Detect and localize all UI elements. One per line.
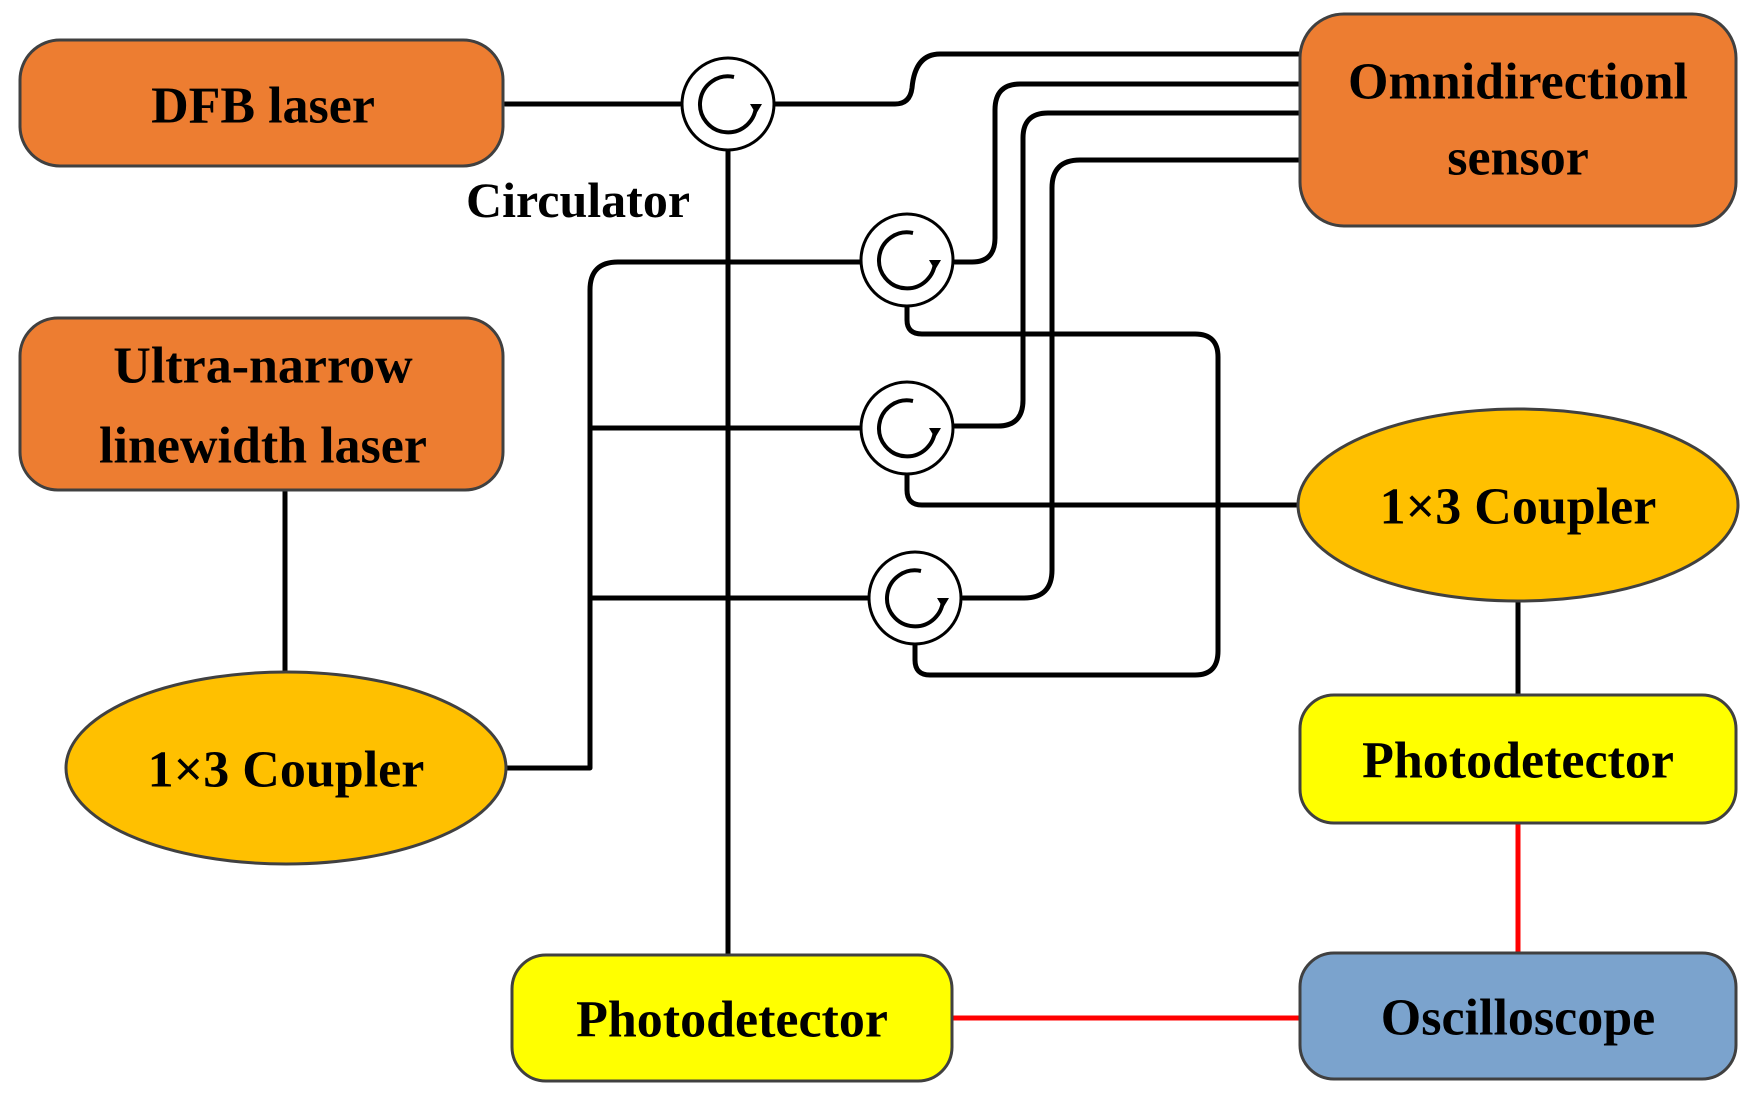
omni-sensor-label-line1: Omnidirectionl <box>1348 54 1688 111</box>
omni-sensor-label-line2: sensor <box>1447 130 1589 187</box>
fiber-sensor-to-circ3 <box>960 157 1303 601</box>
electrical-connections <box>952 823 1521 1021</box>
ultra-laser-node: Ultra-narrow linewidth laser <box>18 316 505 492</box>
oscilloscope-box <box>1298 951 1738 1081</box>
fiber-sensor-to-circ1 <box>952 81 1303 265</box>
coupler-left-label: 1×3 Coupler <box>148 742 425 799</box>
circulator-icon <box>859 212 955 308</box>
circulator-label: Circulator <box>466 172 690 228</box>
dfb-laser-node: DFB laser <box>18 38 505 168</box>
photodetector-bottom-label: Photodetector <box>576 992 888 1049</box>
dfb-laser-box <box>18 38 505 168</box>
circulator-arrowhead-icon <box>929 428 941 438</box>
oscilloscope-node: Oscilloscope <box>1298 951 1738 1081</box>
circulator-arrowhead-icon <box>929 260 941 270</box>
coupler-right-label: 1×3 Coupler <box>1380 479 1657 536</box>
circulator-arrowhead-icon <box>750 104 762 114</box>
oscilloscope-label: Oscilloscope <box>1381 990 1655 1047</box>
circulator-arrow-icon <box>877 398 938 459</box>
ultra-laser-label-line1: Ultra-narrow <box>113 338 413 395</box>
omni-sensor-node: Omnidirectionl sensor <box>1298 12 1738 228</box>
circulator-icon <box>867 550 963 646</box>
fiber-circ2-drop <box>904 467 1303 508</box>
circulator-icon <box>680 56 776 152</box>
circulator-icon <box>859 380 955 476</box>
photodetector-right-node: Photodetector <box>1298 693 1738 825</box>
circulator-2 <box>859 380 955 476</box>
coupler-right-node: 1×3 Coupler <box>1296 407 1740 603</box>
dfb-laser-label: DFB laser <box>151 78 375 135</box>
photodetector-right-label: Photodetector <box>1362 733 1674 790</box>
circulator-3 <box>867 550 963 646</box>
photodetector-bottom-box <box>510 953 954 1083</box>
circulator-1 <box>859 212 955 308</box>
circulator-arrowhead-icon <box>937 598 949 608</box>
photodetector-bottom-node: Photodetector <box>510 953 954 1083</box>
circulator-main <box>680 56 776 152</box>
fiber-connections <box>282 51 1521 958</box>
ultra-laser-label-line2: linewidth laser <box>99 418 427 475</box>
omni-sensor-box <box>1298 12 1738 228</box>
fiber-coupler-to-bus <box>502 259 863 771</box>
circulator-arrow-icon <box>698 74 759 135</box>
photodetector-right-box <box>1298 693 1738 825</box>
coupler-left-ellipse <box>64 670 508 866</box>
circulator-arrow-icon <box>885 568 946 629</box>
coupler-right-ellipse <box>1296 407 1740 603</box>
circulator-arrow-icon <box>877 230 938 291</box>
coupler-left-node: 1×3 Coupler <box>64 670 508 866</box>
ultra-laser-box <box>18 316 505 492</box>
fiber-sensor-to-circ2 <box>952 110 1303 429</box>
fiber-circulator-to-sensor <box>767 51 1303 107</box>
